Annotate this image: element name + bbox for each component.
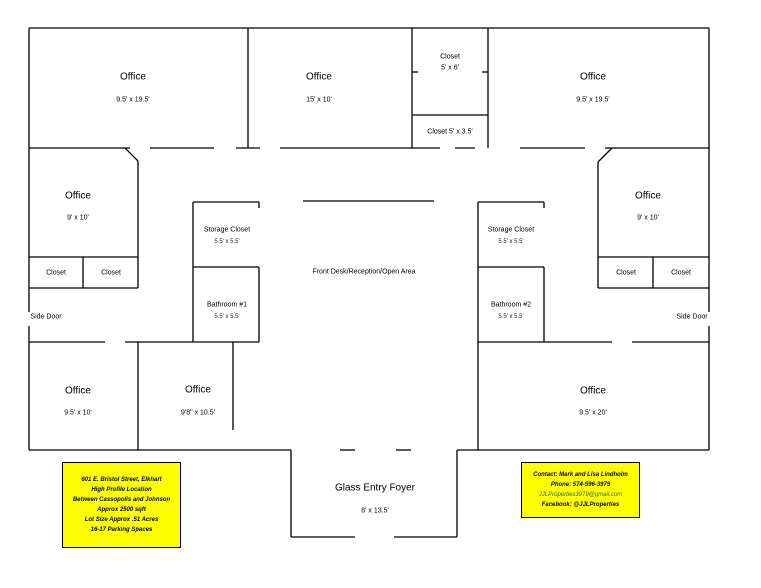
closet-top-lower-name: Closet 5' x 3.5' (427, 128, 473, 136)
office-bottom-right-name: Office (580, 385, 606, 397)
foyer-dim: 8' x 13.5' (361, 507, 389, 515)
office-right-mid-name: Office (635, 190, 661, 202)
closet-right-1: Closet (616, 269, 636, 277)
office-left-mid-dim: 9' x 10' (67, 214, 89, 222)
info-parking: 16-17 Parking Spaces (90, 527, 153, 533)
office-top-middle-name: Office (306, 71, 332, 83)
office-bottom-left2-dim: 9'8" x 10.5' (181, 409, 215, 417)
info-location: High Profile Location (91, 487, 152, 493)
walls (28, 27, 710, 538)
closet-right-2: Closet (671, 269, 691, 277)
info-sqft: Approx 2500 sqft (97, 507, 146, 513)
bathroom-2-name: Bathroom #2 (490, 301, 532, 309)
contact-phone: Phone: 574-596-3979 (550, 482, 611, 488)
office-bottom-left2-name: Office (185, 384, 211, 396)
info-between: Between Cassopolis and Johnson (72, 497, 171, 503)
closet-top-dim: 5' x 6' (441, 64, 459, 72)
foyer-name: Glass Entry Foyer (334, 482, 416, 494)
property-info-box: 601 E. Bristol Street, Elkhart High Prof… (62, 462, 181, 548)
side-door-left: Side Door (30, 313, 62, 321)
office-bottom-right-dim: 9.5' x 20' (579, 409, 607, 417)
office-left-mid-name: Office (65, 190, 91, 202)
contact-email-link[interactable]: JJLProperties3979@gmail.com (538, 492, 623, 498)
info-address: 601 E. Bristol Street, Elkhart (81, 477, 162, 483)
closet-top-name: Closet (440, 53, 460, 61)
office-top-right-dim: 9.5' x 19.5' (576, 96, 610, 104)
office-bottom-left-dim: 9.5' x 10' (64, 409, 92, 417)
office-top-left-dim: 9.5' x 19.5' (116, 96, 150, 104)
closet-left-2: Closet (101, 269, 121, 277)
bathroom-1-name: Bathroom #1 (206, 301, 248, 309)
contact-facebook: Facebook: @JJLProperties (541, 502, 620, 508)
storage-right-name: Storage Closet (487, 226, 535, 234)
contact-info-box: Contact: Mark and Lisa Lindholm Phone: 5… (521, 462, 640, 518)
storage-left-name: Storage Closet (203, 226, 251, 234)
bathroom-2-dim: 5.5' x 5.5' (498, 314, 524, 320)
office-top-middle-dim: 15' x 10' (306, 96, 332, 104)
bathroom-1-dim: 5.5' x 5.5' (214, 314, 240, 320)
side-door-right: Side Door (676, 313, 708, 321)
office-top-left-name: Office (120, 71, 146, 83)
office-right-mid-dim: 9' x 10' (637, 214, 659, 222)
office-top-right-name: Office (580, 71, 606, 83)
front-desk-label: Front Desk/Reception/Open Area (312, 268, 416, 276)
storage-right-dim: 5.5' x 5.5' (498, 239, 524, 245)
closet-left-1: Closet (46, 269, 66, 277)
storage-left-dim: 5.5' x 5.5' (214, 239, 240, 245)
info-lot-size: Lot Size Approx .51 Acres (84, 517, 159, 523)
office-bottom-left-name: Office (65, 385, 91, 397)
contact-names: Contact: Mark and Lisa Lindholm (533, 472, 628, 478)
